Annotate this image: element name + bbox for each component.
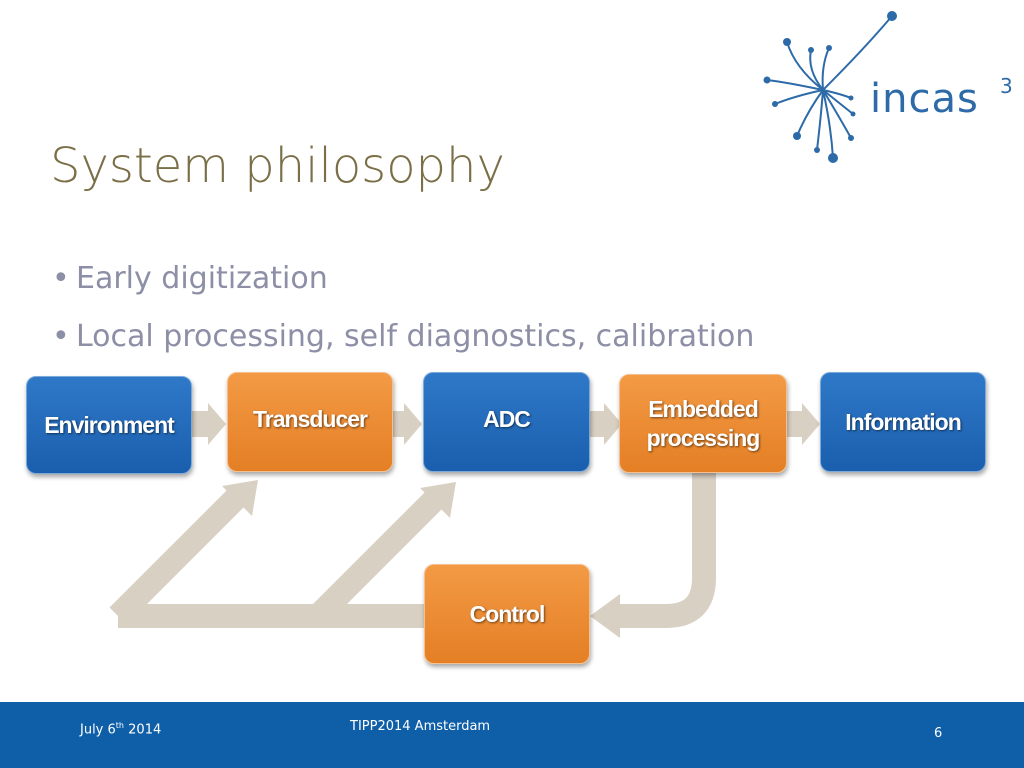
footer-date: July 6th 2014 xyxy=(80,721,161,737)
node-adc-label: ADC xyxy=(483,405,531,432)
node-information-label: Information xyxy=(845,408,961,435)
footer-bar: July 6th 2014 TIPP2014 Amsterdam 6 xyxy=(0,702,1024,768)
arrow-embedded-to-control xyxy=(616,472,716,628)
arrow-transducer-to-adc xyxy=(392,403,422,445)
footer-event: TIPP2014 Amsterdam xyxy=(350,719,491,734)
footer-date-sup: th xyxy=(115,721,125,730)
bullet-item: •Local processing, self diagnostics, cal… xyxy=(52,308,754,366)
arrowhead-adc xyxy=(420,482,456,518)
footer-date-prefix: July 6 xyxy=(80,722,116,738)
bullet-dot-icon: • xyxy=(52,319,70,354)
bullet-list: •Early digitization •Local processing, s… xyxy=(52,250,754,366)
arrow-env-to-transducer xyxy=(190,403,226,445)
node-environment-label: Environment xyxy=(44,411,175,438)
slide-title: System philosophy xyxy=(50,138,505,194)
node-transducer-label: Transducer xyxy=(253,405,368,432)
bullet-item: •Early digitization xyxy=(52,250,754,308)
bullet-text: Early digitization xyxy=(76,261,328,296)
node-embedded-label-line1: Embedded xyxy=(648,395,759,422)
flow-diagram-arrows xyxy=(109,403,820,638)
footer-page-number: 6 xyxy=(934,726,943,741)
footer-date-suffix: 2014 xyxy=(124,722,162,738)
node-embedded-label-line2: processing xyxy=(646,424,761,451)
arrow-adc-to-embedded xyxy=(590,403,622,445)
arrowhead-control xyxy=(590,594,620,638)
arrow-embedded-to-information xyxy=(786,403,820,445)
node-control: Control xyxy=(424,564,590,664)
arrow-feedback-to-adc xyxy=(309,487,447,625)
node-environment: Environment xyxy=(26,376,192,474)
node-control-label: Control xyxy=(469,600,546,627)
node-transducer: Transducer xyxy=(227,372,393,472)
bullet-dot-icon: • xyxy=(52,261,70,296)
incas-logo-icon xyxy=(763,11,897,163)
logo-superscript: 3 xyxy=(1000,74,1013,98)
arrow-feedback-to-transducer xyxy=(109,485,249,625)
logo-text: incas xyxy=(870,76,979,122)
bullet-text: Local processing, self diagnostics, cali… xyxy=(76,319,755,354)
node-embedded-processing: Embedded processing xyxy=(619,374,787,473)
arrowhead-transducer xyxy=(222,480,258,516)
node-information: Information xyxy=(820,372,986,472)
node-adc: ADC xyxy=(423,372,590,472)
